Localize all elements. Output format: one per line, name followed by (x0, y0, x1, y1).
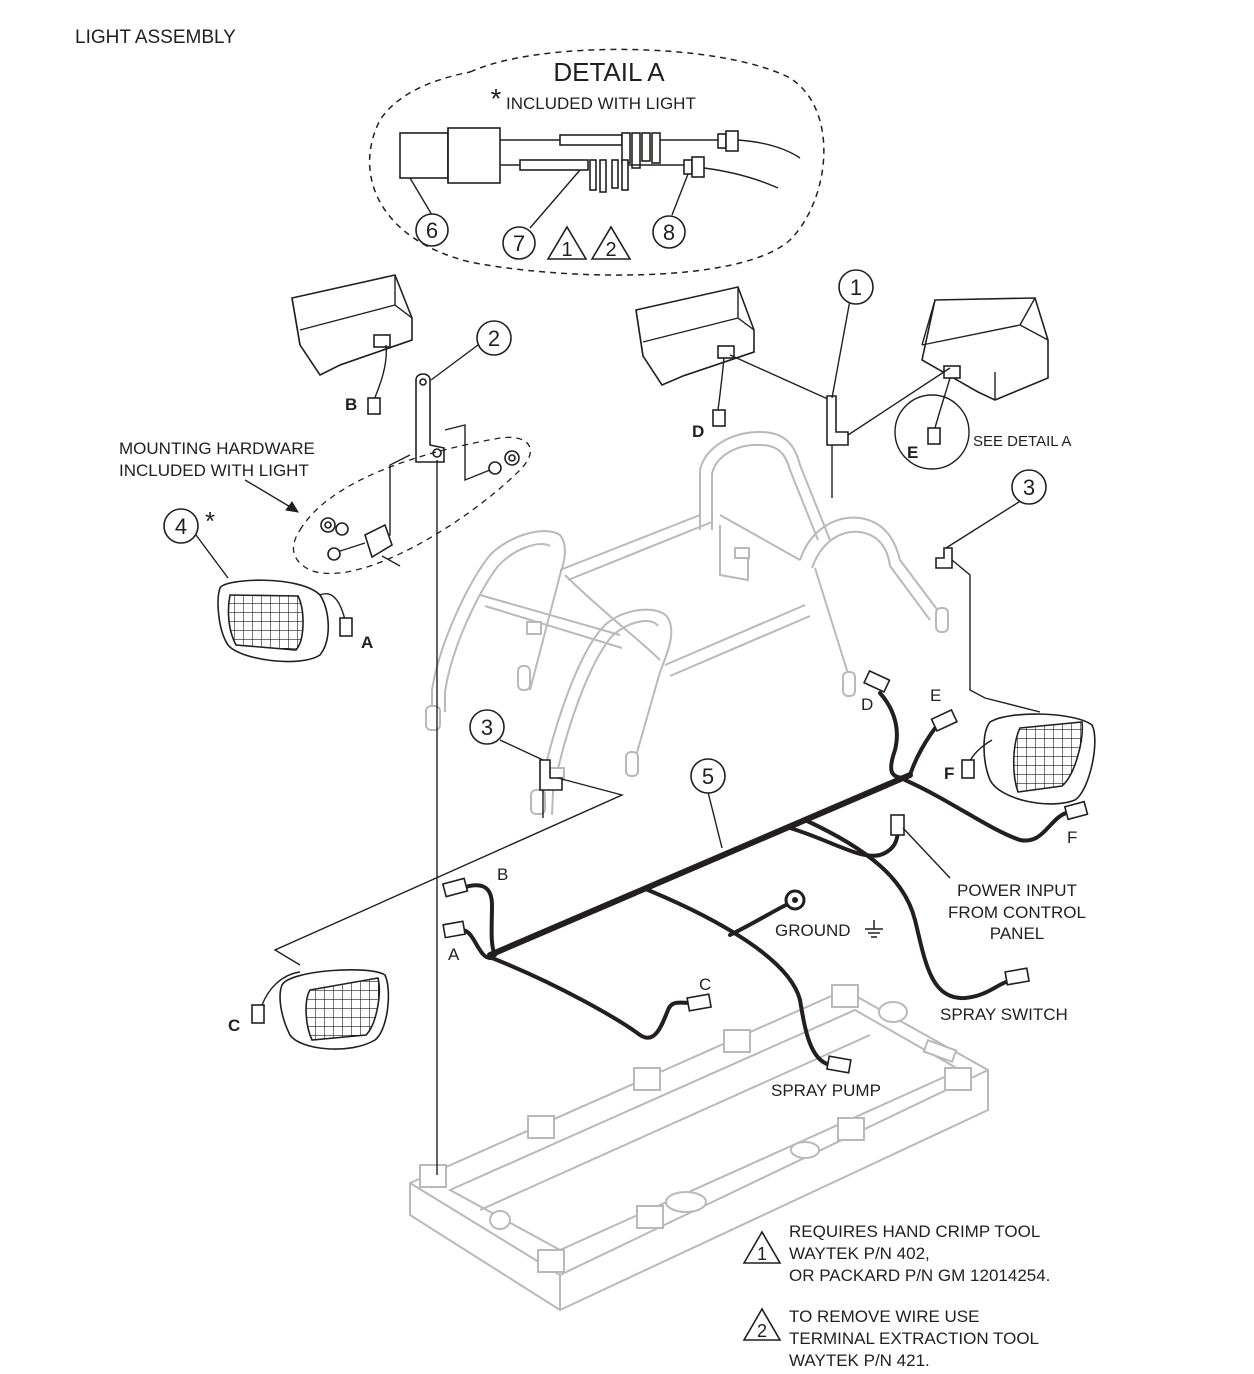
harness-end-b: B (497, 865, 508, 884)
light-label-f: F (944, 764, 954, 783)
svg-text:3: 3 (481, 715, 493, 740)
svg-text:3: 3 (1023, 475, 1035, 500)
detail-a-subtitle: INCLUDED WITH LIGHT (506, 94, 696, 113)
harness-end-d: D (861, 695, 873, 714)
frame-structure (425, 430, 949, 816)
bracket-2 (371, 344, 491, 1175)
mounting-hardware-label-line1: MOUNTING HARDWARE (119, 439, 315, 458)
power-input-label-line3: PANEL (990, 924, 1045, 943)
callout-2-leader (430, 344, 479, 381)
light-label-d: D (692, 422, 704, 441)
svg-text:8: 8 (663, 220, 675, 245)
callout-3-right: 3 (1011, 469, 1047, 505)
note-2-line3: WAYTEK P/N 421. (789, 1351, 930, 1370)
bracket-3-right (935, 499, 1023, 569)
callout-5: 5 (690, 758, 726, 794)
light-label-e: E (907, 443, 918, 462)
light-label-b: B (345, 395, 357, 414)
spray-pump-label: SPRAY PUMP (771, 1081, 881, 1100)
note-1-line3: OR PACKARD P/N GM 12014254. (789, 1266, 1050, 1285)
svg-text:2: 2 (488, 326, 500, 351)
work-light-e: E SEE DETAIL A (894, 297, 1071, 470)
ground-label: GROUND (775, 921, 851, 940)
note-1-line1: REQUIRES HAND CRIMP TOOL (789, 1222, 1040, 1241)
svg-text:2: 2 (605, 239, 616, 261)
wiring-harness (441, 669, 1089, 1074)
see-detail-a-label: SEE DETAIL A (973, 433, 1071, 450)
bracket-3-left (273, 739, 625, 966)
lower-terminal (500, 156, 779, 193)
callout-1-leader (831, 299, 851, 399)
svg-text:1: 1 (850, 275, 862, 300)
power-input-label-line1: POWER INPUT (957, 881, 1077, 900)
power-input-label-line2: FROM CONTROL (948, 903, 1086, 922)
svg-text:4: 4 (175, 514, 187, 539)
callout-7-leader (529, 169, 581, 229)
callout-6: 6 (415, 213, 449, 247)
callout-8: 8 (652, 215, 686, 249)
callout-6-leader (409, 177, 433, 216)
work-light-b: B (291, 274, 413, 415)
warning-triangle-2: 2 (590, 225, 632, 261)
detail-a-title: DETAIL A (553, 57, 665, 87)
detail-a: DETAIL A * INCLUDED WITH LIGHT (368, 48, 825, 276)
callout-3-right-leader (945, 499, 1023, 549)
light-label-c: C (228, 1016, 240, 1035)
spray-switch-label: SPRAY SWITCH (940, 1005, 1068, 1024)
callout-7: 7 (502, 226, 536, 260)
note-2-symbol: 2 (757, 1321, 767, 1341)
work-light-d: D (635, 286, 755, 441)
callout-3-left: 3 (469, 709, 505, 745)
harness-end-e: E (930, 686, 941, 705)
detail-a-asterisk: * (491, 83, 502, 114)
harness-end-a: A (448, 945, 460, 964)
light-label-a: A (361, 633, 373, 652)
note-1-line2: WAYTEK P/N 402, (789, 1244, 930, 1263)
callout-4: 4 * (163, 506, 229, 579)
harness-end-f: F (1067, 828, 1077, 847)
callout-8-leader (671, 173, 689, 216)
svg-text:6: 6 (426, 218, 438, 243)
ground-symbol-icon (865, 920, 883, 938)
mounting-hardware-arrow (244, 479, 293, 509)
note-2-line1: TO REMOVE WIRE USE (789, 1307, 980, 1326)
mounting-hardware-label-line2: INCLUDED WITH LIGHT (119, 461, 309, 480)
note-1: 1 REQUIRES HAND CRIMP TOOL WAYTEK P/N 40… (742, 1222, 1050, 1285)
callout-3-left-leader (499, 739, 544, 761)
svg-text:5: 5 (702, 764, 714, 789)
flood-light-f: F (944, 559, 1096, 805)
callout-4-asterisk: * (205, 506, 215, 536)
callout-5-leader (707, 791, 723, 849)
mounting-hardware: MOUNTING HARDWARE INCLUDED WITH LIGHT (119, 436, 532, 575)
note-2: 2 TO REMOVE WIRE USE TERMINAL EXTRACTION… (742, 1307, 1039, 1370)
svg-text:7: 7 (513, 231, 525, 256)
page-title: LIGHT ASSEMBLY (75, 27, 236, 48)
warning-triangle-1: 1 (546, 225, 588, 261)
callout-2: 2 (476, 320, 512, 356)
note-2-line2: TERMINAL EXTRACTION TOOL (789, 1329, 1039, 1348)
callout-1: 1 (838, 269, 874, 305)
flood-light-a: A (217, 579, 373, 663)
bracket-1 (729, 299, 951, 498)
detail-a-marker-circle (894, 394, 970, 470)
connector-housing (399, 127, 501, 184)
harness-end-c: C (699, 975, 711, 994)
note-1-symbol: 1 (757, 1244, 767, 1264)
flood-light-c: C (228, 969, 390, 1050)
svg-text:1: 1 (561, 239, 572, 261)
callout-4-leader (195, 534, 229, 579)
